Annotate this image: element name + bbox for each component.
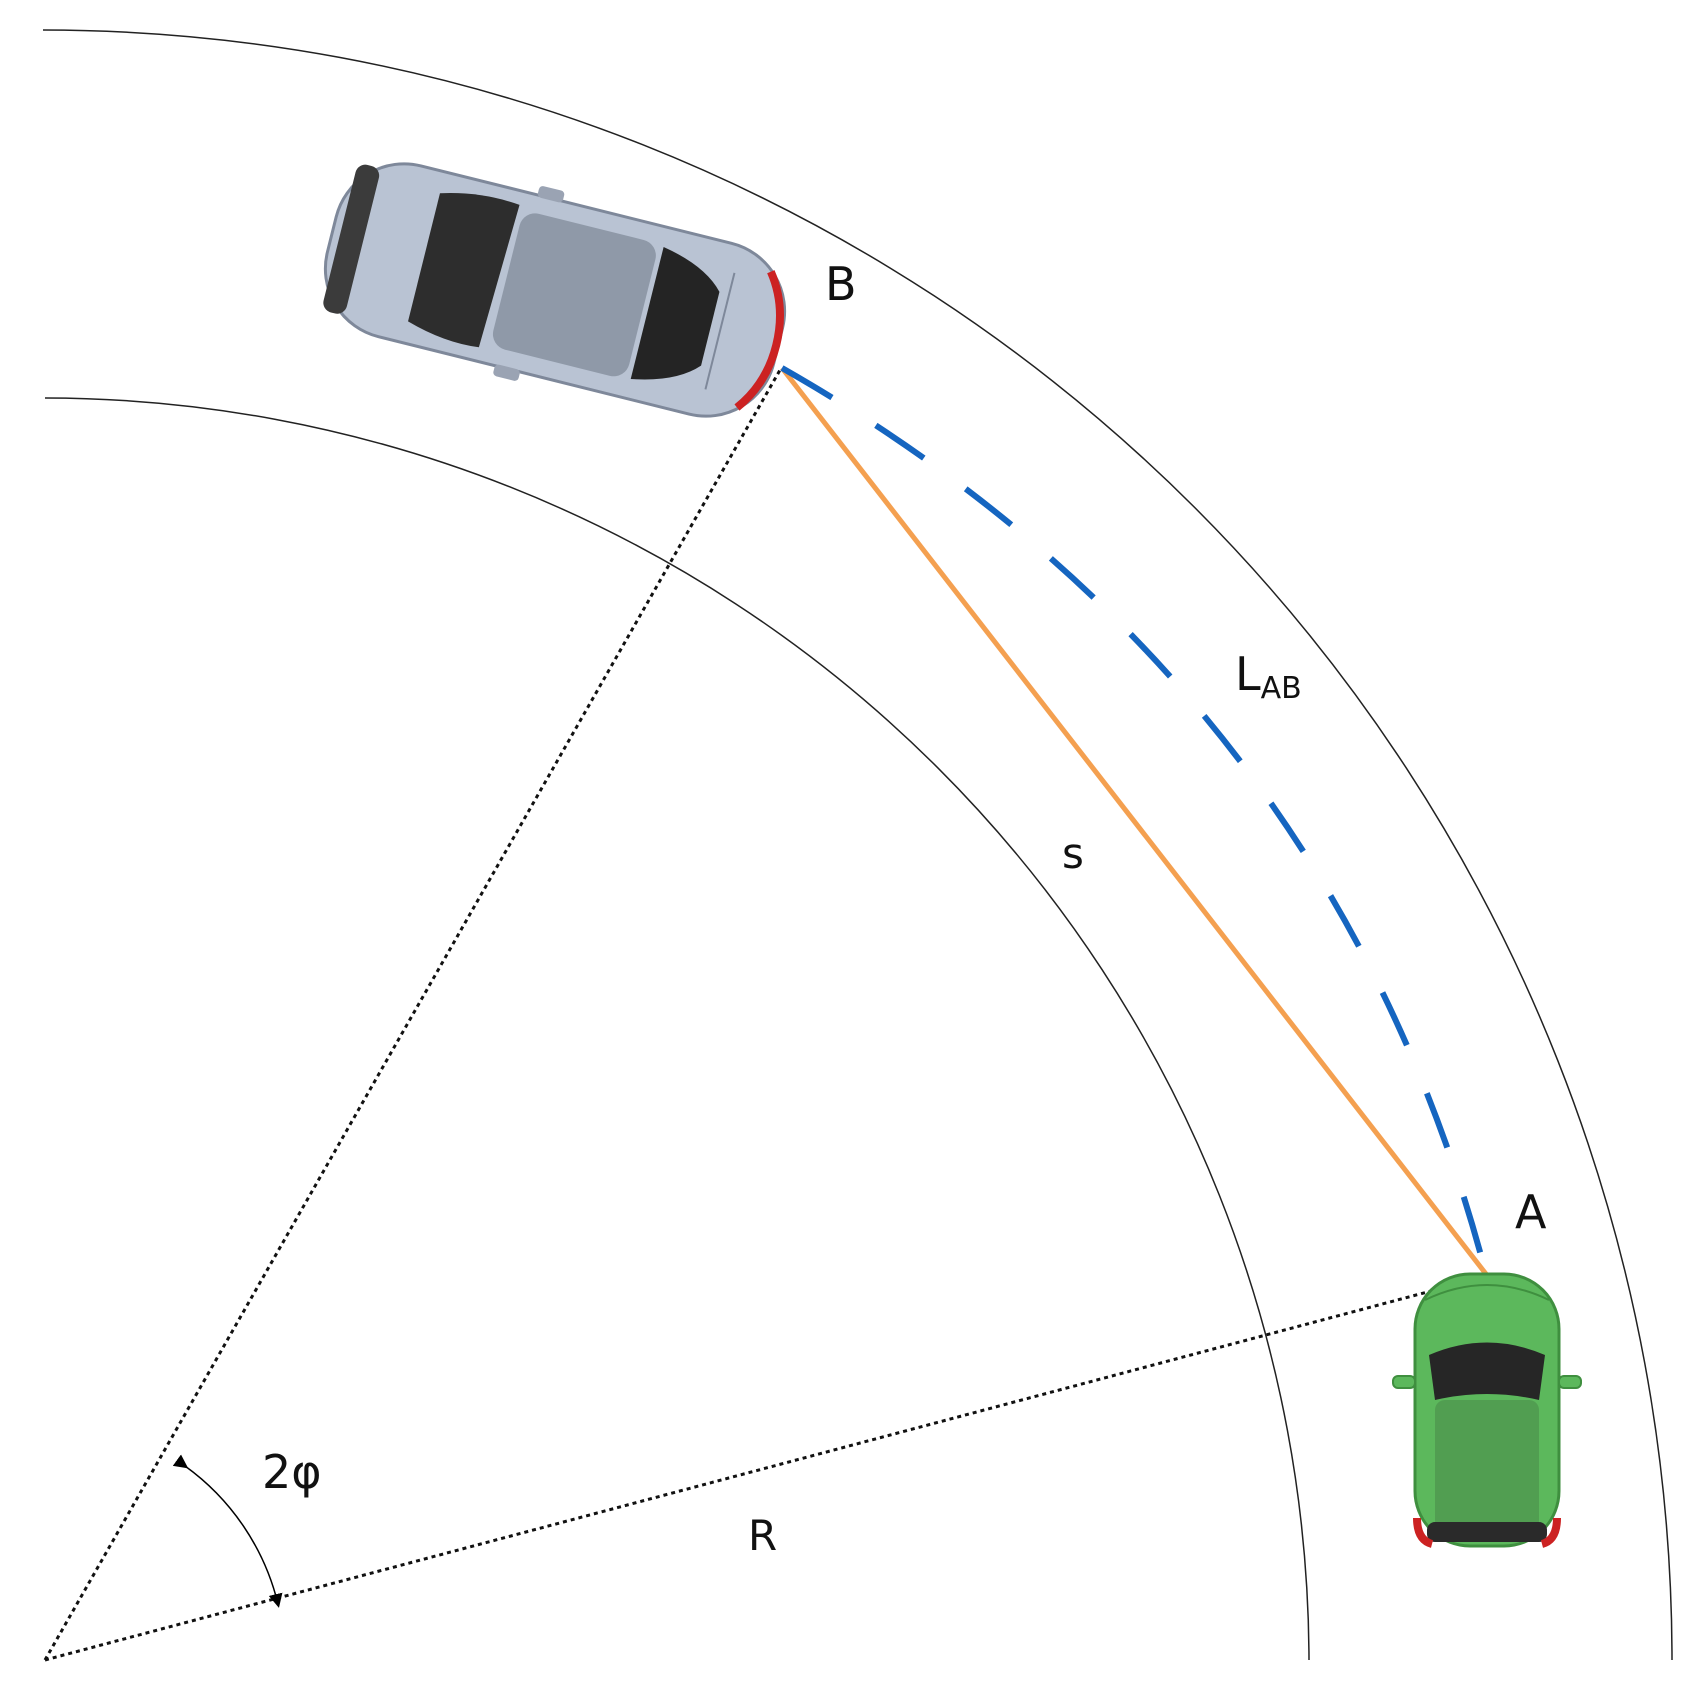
- car-top-view-icon: [323, 162, 787, 418]
- outer-road-edge: [42, 29, 1673, 1661]
- angle-arc-2phi: [172, 1454, 283, 1608]
- radius-line-to-a: [44, 1276, 1481, 1662]
- label-angle-2phi: 2φ: [262, 1445, 322, 1499]
- chord-s: [780, 366, 1488, 1276]
- label-arc-sub: AB: [1261, 671, 1302, 706]
- car-a: [1392, 1272, 1582, 1548]
- label-arc-main: L: [1235, 647, 1261, 701]
- inner-road-edge: [44, 397, 1310, 1661]
- label-arc-lab: LAB: [1235, 647, 1302, 706]
- car-b: [323, 162, 787, 418]
- label-point-b: B: [825, 257, 857, 311]
- label-point-a: A: [1515, 1185, 1547, 1239]
- label-radius-r: R: [748, 1511, 777, 1560]
- car-top-view-icon: [1392, 1272, 1582, 1548]
- arc-path-lab: [780, 365, 1489, 1275]
- label-chord-s: s: [1062, 829, 1084, 878]
